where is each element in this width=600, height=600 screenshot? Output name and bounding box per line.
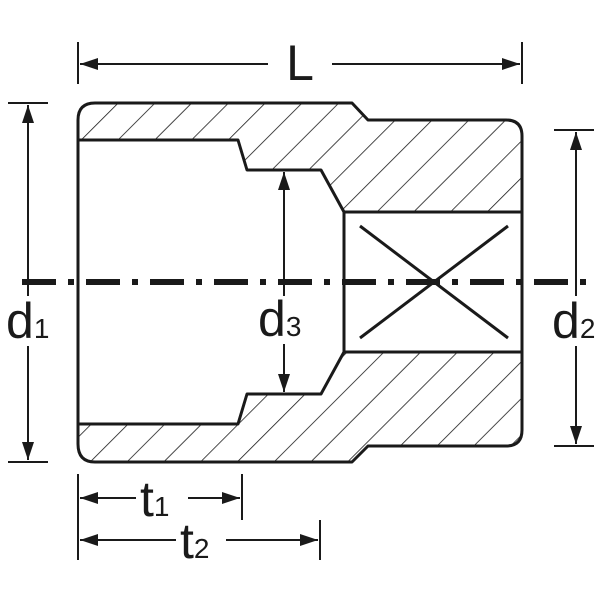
arrowhead-right [502, 58, 520, 70]
lower-wall-section [76, 350, 524, 464]
dimension-length: L [77, 35, 523, 91]
t2-label: t2 [180, 513, 209, 569]
dimension-t1: t1 [77, 471, 243, 560]
d2-label: d2 [552, 293, 595, 349]
arrowhead-left [80, 58, 98, 70]
d1-label: d1 [6, 293, 49, 349]
dimension-t2: t2 [80, 513, 321, 569]
dimension-d1: d1 [0, 102, 52, 463]
length-label: L [286, 35, 314, 91]
t1-label: t1 [140, 471, 169, 527]
dimension-d2: d2 [548, 129, 600, 447]
d3-label: d3 [258, 291, 301, 347]
dimension-d3: d3 [255, 169, 307, 395]
upper-wall-section [76, 101, 524, 214]
